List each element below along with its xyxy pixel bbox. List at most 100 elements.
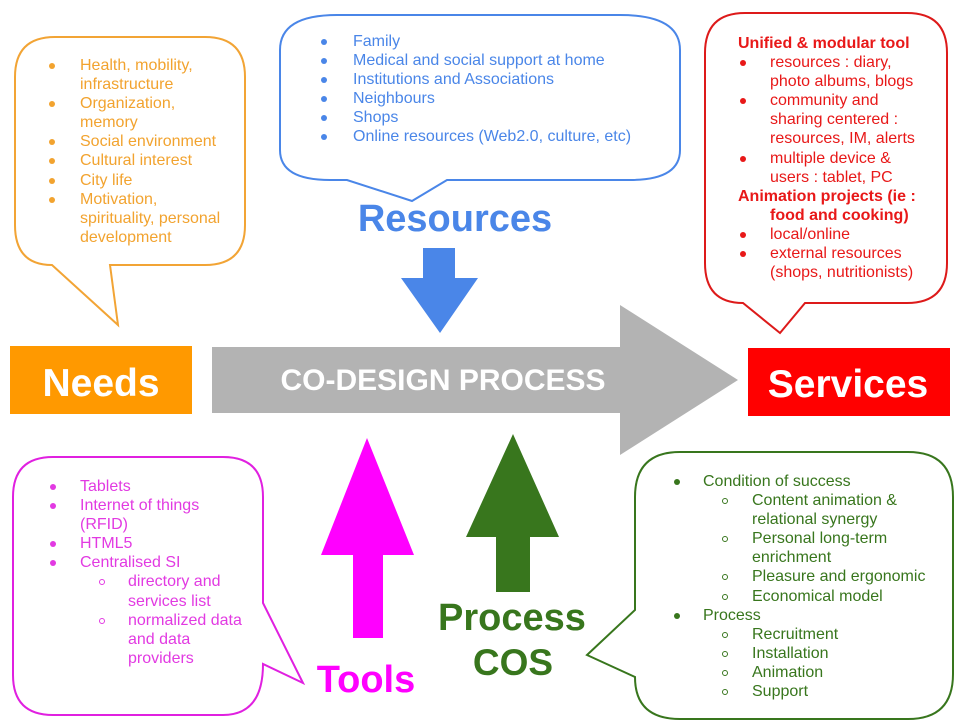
item-label: Personal long-term enrichment [752,530,888,567]
item-label: Cultural interest [80,152,193,170]
list-item: Organization, memory [49,94,228,132]
item-label: Process [703,606,761,624]
tools-up-arrow [321,438,414,638]
resources-label: Resources [358,198,552,240]
bullet-icon [674,479,680,485]
item-label: Family [353,33,401,50]
item-label: directory and services list [128,573,221,610]
bullet-icon [50,541,56,548]
item-label: Medical and social support at home [353,52,605,70]
item-label: Tablets [80,478,131,495]
list-item: Centralised SI [50,553,248,572]
bullet-icon [321,115,327,122]
co-design-process-arrow [212,305,738,455]
sub-list-item: Economical model [722,587,940,606]
services-bubble [704,12,948,335]
bullet-icon [50,484,56,490]
item-label: Health, mobility, infrastructure [80,57,193,94]
list-item: Condition of success [674,472,940,491]
item-label: multiple device & users : tablet, PC [770,149,893,186]
circle-bullet-icon [722,574,728,581]
bullet-icon [49,177,55,184]
list-item: City life [49,171,228,190]
list-item: external resources (shops, nutritionists… [740,244,920,282]
list-item: Cultural interest [49,151,228,170]
list-item: Motivation, spirituality, personal devel… [49,190,228,247]
sub-list-item: Pleasure and ergonomic [722,567,940,586]
list-item: Online resources (Web2.0, culture, etc) [321,127,673,146]
resources-bubble [279,14,681,203]
item-label: Institutions and Associations [353,71,555,89]
bullet-icon [740,251,746,258]
tools-bubble [12,456,306,716]
co-design-process-label: CO-DESIGN PROCESS [280,364,605,397]
bullet-icon [674,612,680,619]
item-label: Social environment [80,133,217,151]
bullet-icon [321,39,327,45]
sub-list-item: Installation [722,644,940,663]
circle-bullet-icon [99,579,105,586]
list-item: Medical and social support at home [321,51,673,70]
item-label: Neighbours [353,90,435,108]
circle-bullet-icon [722,536,728,543]
tools-label: Tools [317,659,416,701]
circle-bullet-icon [99,617,105,624]
list-item: local/online [740,225,920,244]
resources-down-arrow [401,248,478,333]
cos-label: COS [473,642,553,683]
needs-box [10,346,192,414]
bullet-icon [740,60,746,67]
section-heading: Unified & modular tool [738,35,910,52]
item-label: Organization, memory [80,95,176,132]
process-label: Process [438,597,586,639]
sub-list-item: Personal long-term enrichment [722,529,940,567]
sub-list-item: Recruitment [722,625,940,644]
item-label: Centralised SI [80,554,181,572]
tools-list: Tablets Internet of things (RFID) HTML5 … [50,477,248,668]
bullet-icon [49,196,55,203]
item-label: Animation [752,663,824,681]
list-item: Social environment [49,132,228,151]
bullet-icon [50,560,56,567]
item-label: HTML5 [80,535,133,553]
bullet-icon [321,77,327,84]
list-item: Process [674,606,940,625]
item-label: Installation [752,644,829,662]
list-item: Internet of things (RFID) [50,496,248,534]
services-list: Unified & modular tool resources : diary… [738,34,920,282]
circle-bullet-icon [722,593,728,600]
needs-bubble [14,36,246,328]
item-label: Pleasure and ergonomic [752,568,926,586]
process-cos-bubble [585,451,954,720]
bullet-icon [321,96,327,103]
item-label: Shops [353,109,399,127]
list-item: HTML5 [50,534,248,553]
process-cos-up-arrow [466,434,559,592]
services-box [748,348,950,416]
item-label: City life [80,171,133,189]
circle-bullet-icon [722,631,728,638]
bullet-icon [321,134,327,141]
sub-list-item: Support [722,682,940,701]
sub-list-item: normalized data and data providers [99,611,248,668]
item-label: Motivation, spirituality, personal devel… [80,190,221,246]
circle-bullet-icon [722,669,728,676]
list-item: resources : diary, photo albums, blogs [740,53,920,91]
resources-list: Family Medical and social support at hom… [321,32,673,147]
item-label: local/online [770,225,851,243]
item-label: normalized data and data providers [128,611,242,667]
needs-label: Needs [42,362,159,405]
bullet-icon [740,231,746,238]
item-label: Online resources (Web2.0, culture, etc) [353,128,632,146]
services-label: Services [768,363,928,406]
list-item: Tablets [50,477,248,496]
item-label: Recruitment [752,625,839,643]
item-label: Internet of things (RFID) [80,497,200,534]
list-item: Family [321,32,673,51]
sub-list-item: Animation [722,663,940,682]
bullet-icon [49,63,55,69]
circle-bullet-icon [722,650,728,657]
item-label: Content animation & relational synergy [752,492,897,529]
bullet-icon [740,155,746,162]
